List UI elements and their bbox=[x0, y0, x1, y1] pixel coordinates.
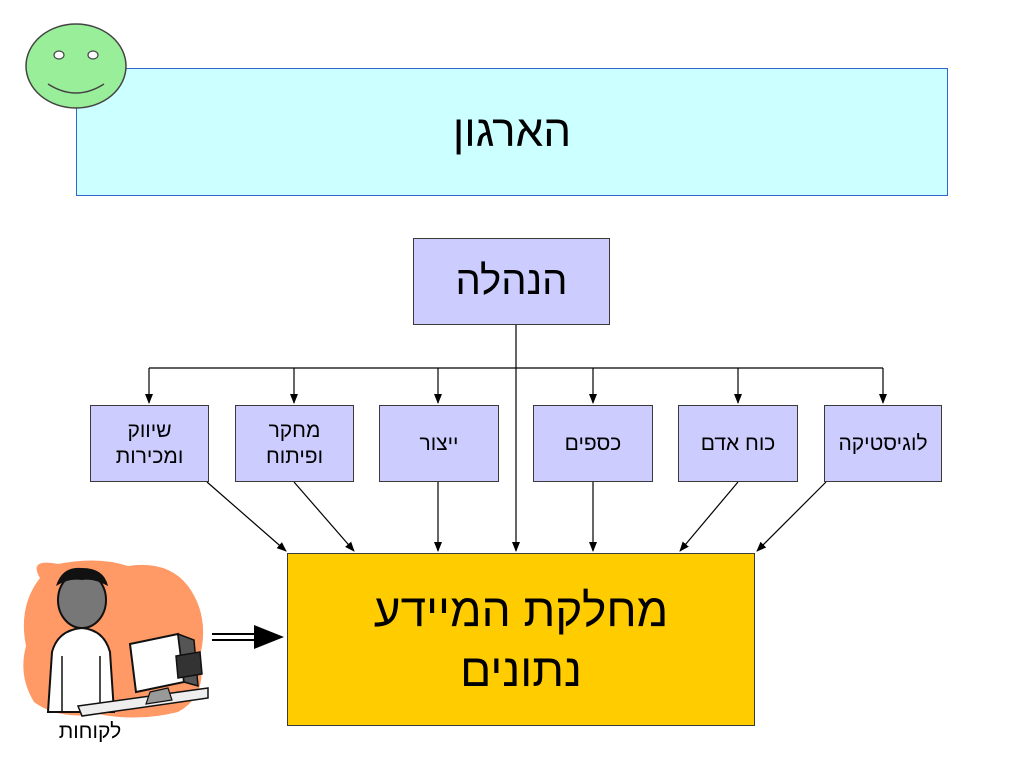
department-human-resources: כוח אדם bbox=[678, 405, 798, 482]
department-label: ייצור bbox=[419, 431, 459, 455]
information-department-label: מחלקת המיידע bbox=[373, 583, 669, 636]
department-label: לוגיסטיקה bbox=[838, 431, 928, 455]
department-label: מחקר bbox=[268, 418, 321, 442]
department-logistics: לוגיסטיקה bbox=[824, 405, 942, 482]
smiley-face-icon bbox=[25, 23, 127, 109]
department-label: שיווק bbox=[127, 418, 172, 442]
information-department-box: מחלקת המיידע נתונים bbox=[287, 553, 755, 726]
management-label: הנהלה bbox=[455, 259, 568, 303]
department-production: ייצור bbox=[379, 405, 499, 482]
department-label: כוח אדם bbox=[700, 431, 776, 455]
title-banner: הארגון bbox=[76, 68, 948, 196]
department-label: כספים bbox=[564, 431, 622, 455]
department-marketing-sales: שיווק ומכירות bbox=[90, 405, 209, 482]
information-department-label-line2: נתונים bbox=[460, 643, 582, 696]
department-finance: כספים bbox=[533, 405, 653, 482]
department-research-development: מחקר ופיתוח bbox=[235, 405, 354, 482]
department-label-line2: ומכירות bbox=[115, 444, 184, 468]
customers-label: לקוחות bbox=[58, 720, 122, 743]
page-title: הארגון bbox=[452, 107, 572, 156]
department-label-line2: ופיתוח bbox=[265, 444, 324, 468]
customer-at-computer-icon bbox=[23, 560, 209, 718]
management-box: הנהלה bbox=[413, 238, 610, 325]
